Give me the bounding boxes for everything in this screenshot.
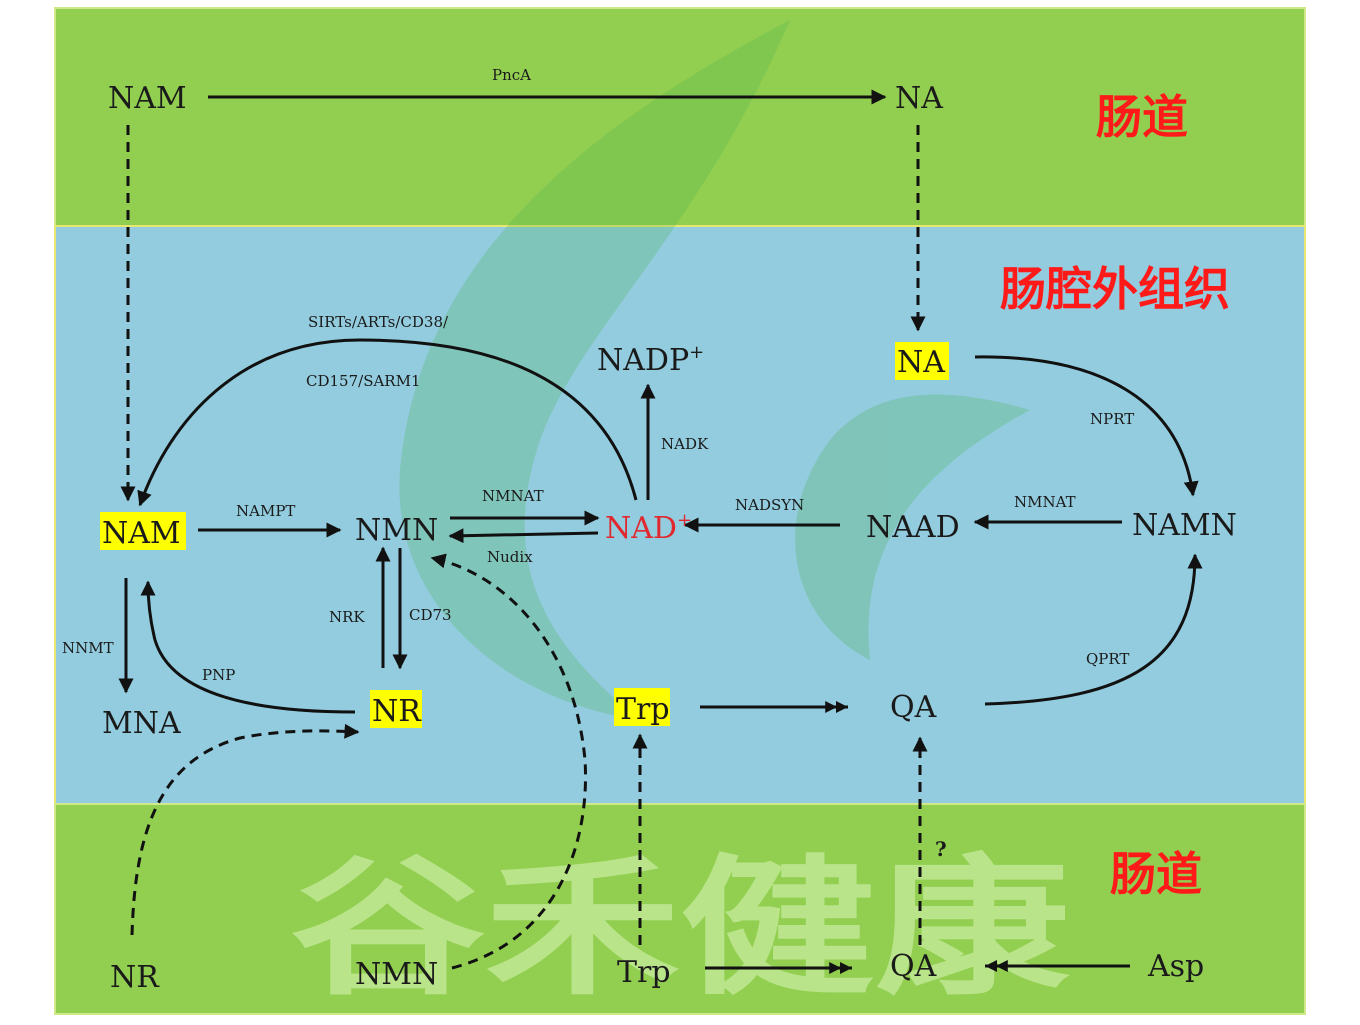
metabolite-trp: Trp — [616, 692, 670, 727]
metabolite-nmn: NMN — [355, 513, 438, 548]
arrow-qa-to-namn — [984, 553, 1203, 706]
enzyme-cd73: CD73 — [409, 606, 452, 624]
metabolite-top-na: NA — [895, 81, 943, 116]
arrow-nr-to-nam — [140, 580, 356, 714]
metabolite-nad: NAD+ — [605, 510, 692, 546]
intestine-top-region — [54, 7, 1306, 227]
watermark-text: 谷禾健康 — [290, 842, 1070, 1016]
metabolite-asp: Asp — [1147, 949, 1204, 984]
metabolite-nr: NR — [372, 694, 422, 729]
metabolite-na: NA — [897, 345, 945, 380]
highlight-trp — [614, 688, 670, 726]
enzyme-nudix: Nudix — [487, 548, 533, 566]
metabolite-naad: NAAD — [866, 510, 960, 545]
metabolite-nadp: NADP+ — [597, 342, 704, 378]
metabolite-namn: NAMN — [1132, 508, 1237, 543]
enzyme-nnmt: NNMT — [62, 639, 114, 657]
metabolite-top-nam: NAM — [108, 81, 187, 116]
arrow-na-to-namn — [974, 355, 1199, 497]
metabolite-mna: MNA — [102, 706, 181, 741]
arrow-nad-to-nam — [137, 338, 638, 507]
arrow-nad-to-nmn — [448, 528, 599, 544]
metabolite-nam: NAM — [102, 516, 181, 551]
highlight-nr — [370, 690, 422, 728]
enzyme-nmnat-right: NMNAT — [1014, 493, 1076, 511]
metabolite-qa: QA — [890, 690, 937, 725]
enzyme-nmnat-left: NMNAT — [482, 487, 544, 505]
metabolite-bottom-trp: Trp — [617, 955, 671, 990]
arrow-bottom-nmn-to-nmn — [430, 553, 588, 970]
region-label-middle: 肠腔外组织 — [1000, 262, 1230, 316]
intestine-bottom-region — [54, 803, 1306, 1015]
enzyme-sirts-line2: CD157/SARM1 — [306, 372, 421, 390]
enzyme-qprt: QPRT — [1086, 650, 1129, 668]
region-label-top: 肠道 — [1096, 90, 1188, 144]
enzyme-sirts-line1: SIRTs/ARTs/CD38/ — [308, 313, 449, 331]
metabolite-bottom-nmn: NMN — [355, 957, 438, 992]
region-label-bottom: 肠道 — [1110, 847, 1202, 901]
tissue-region — [54, 225, 1306, 805]
arrow-bottom-nr-to-nr — [130, 723, 360, 936]
metabolite-bottom-qa: QA — [890, 949, 937, 984]
enzyme-nadsyn: NADSYN — [735, 496, 804, 514]
highlight-nam — [100, 512, 186, 550]
metabolite-bottom-nr: NR — [110, 960, 160, 995]
enzyme-nprt: NPRT — [1090, 410, 1134, 428]
enzyme-nrk: NRK — [329, 608, 365, 626]
enzyme-pnp: PNP — [202, 666, 235, 684]
enzyme-nadk: NADK — [661, 435, 709, 453]
enzyme-pnca: PncA — [492, 66, 531, 84]
watermark-logo-icon — [399, 20, 1030, 720]
enzyme-nampt: NAMPT — [236, 502, 295, 520]
enzyme-question: ? — [935, 837, 947, 861]
highlight-na — [895, 342, 949, 380]
